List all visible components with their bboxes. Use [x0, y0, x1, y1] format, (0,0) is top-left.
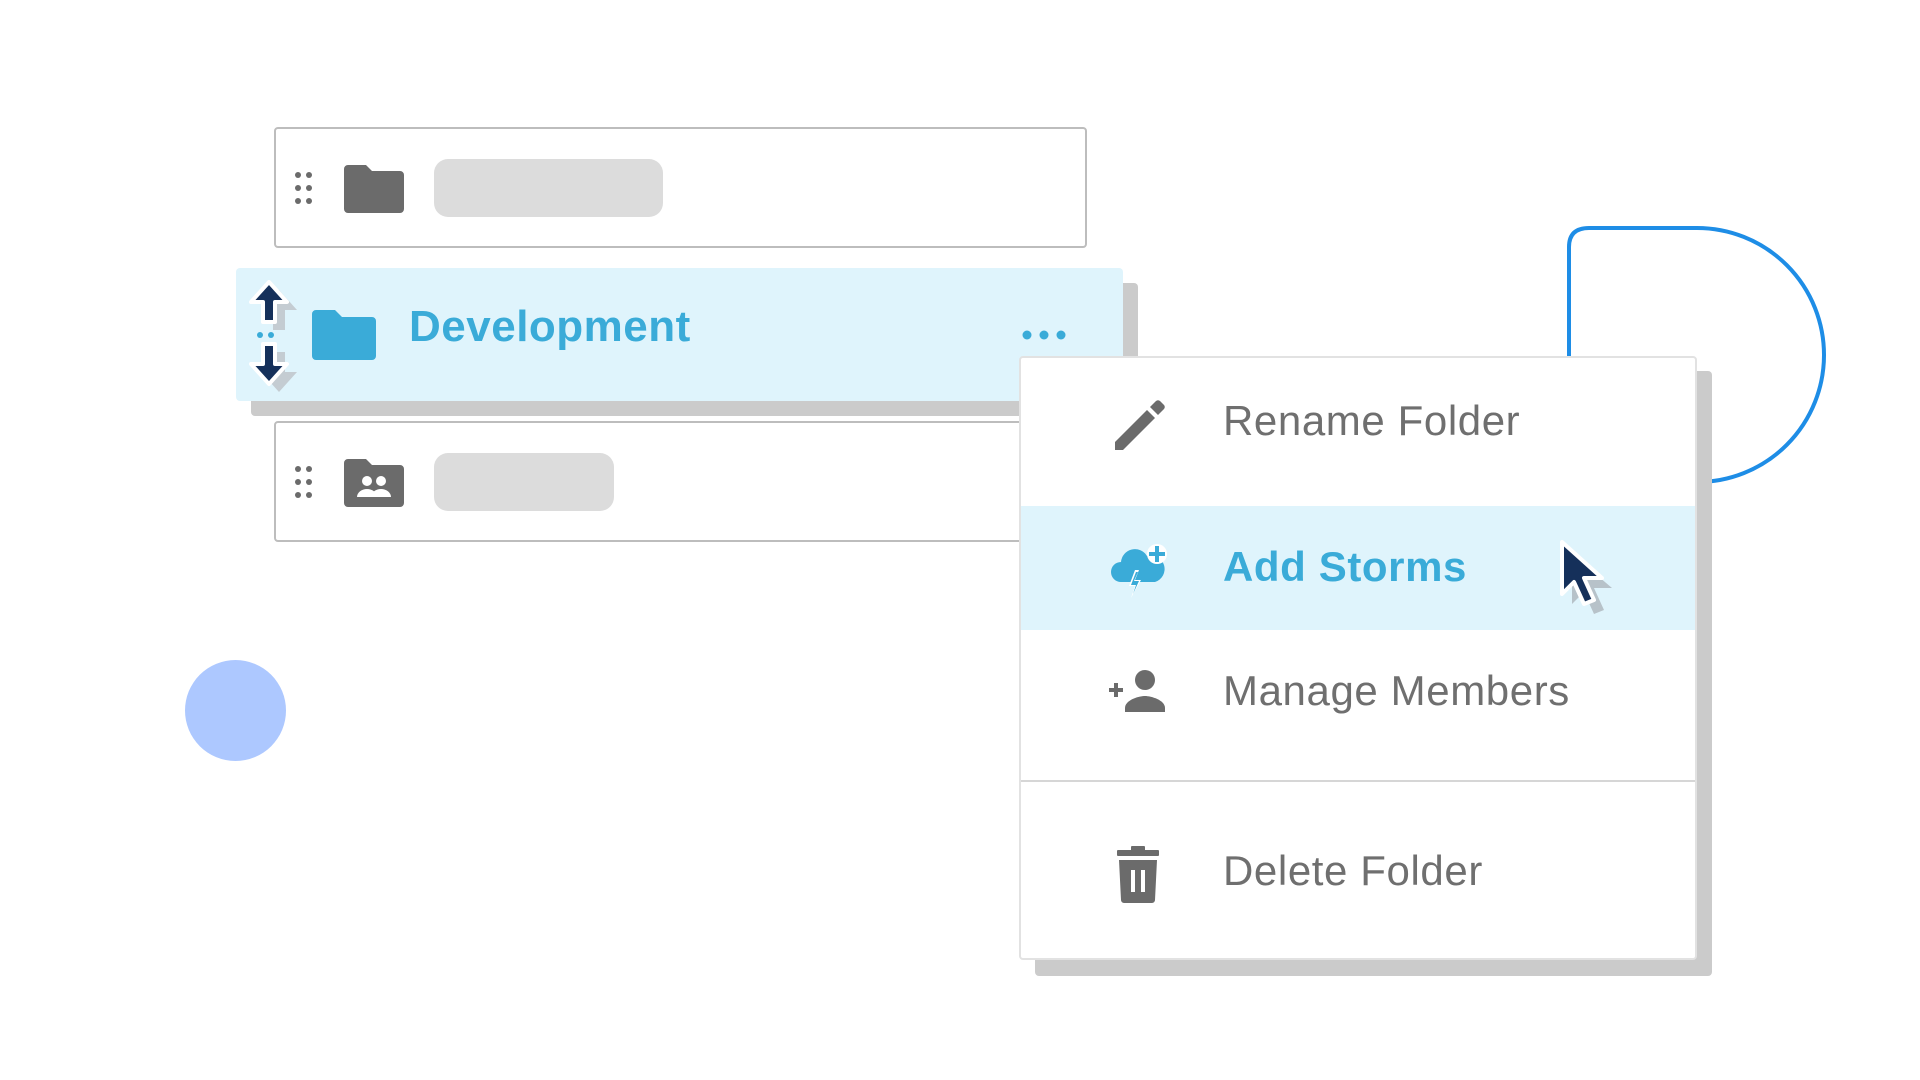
- folder-name-placeholder: [434, 159, 663, 217]
- shared-folder-icon: [344, 459, 404, 507]
- folder-row-1[interactable]: [274, 127, 1087, 248]
- menu-divider: [1021, 780, 1695, 782]
- menu-item-label: Manage Members: [1223, 667, 1570, 714]
- cloud-add-icon: [1111, 544, 1167, 598]
- folder-row-development[interactable]: Development: [236, 268, 1123, 401]
- folder-icon: [344, 165, 404, 213]
- context-menu: Rename Folder Add Storms Manage Members: [1019, 356, 1697, 960]
- decorative-arc: [1567, 226, 1826, 484]
- menu-item-label: Add Storms: [1223, 543, 1468, 590]
- folder-name-placeholder: [434, 453, 614, 511]
- menu-item-manage-members[interactable]: Manage Members: [1021, 630, 1695, 754]
- move-up-down-icon: [249, 280, 297, 392]
- trash-icon: [1117, 846, 1159, 903]
- drag-handle-icon[interactable]: [256, 318, 276, 352]
- more-horizontal-icon[interactable]: [1021, 324, 1067, 346]
- pencil-icon: [1115, 400, 1165, 450]
- menu-item-rename-folder[interactable]: Rename Folder: [1021, 360, 1695, 484]
- drag-handle-icon[interactable]: [294, 171, 314, 205]
- menu-item-label: Rename Folder: [1223, 397, 1521, 444]
- mouse-pointer-icon: [1560, 540, 1612, 614]
- folder-icon: [312, 310, 376, 360]
- add-person-icon: [1109, 670, 1165, 712]
- decorative-circle: [185, 660, 286, 761]
- drag-handle-icon[interactable]: [294, 465, 314, 499]
- menu-item-label: Delete Folder: [1223, 847, 1483, 894]
- folder-title: Development: [409, 302, 691, 351]
- folder-row-3[interactable]: [274, 421, 1064, 542]
- menu-item-delete-folder[interactable]: Delete Folder: [1021, 810, 1695, 934]
